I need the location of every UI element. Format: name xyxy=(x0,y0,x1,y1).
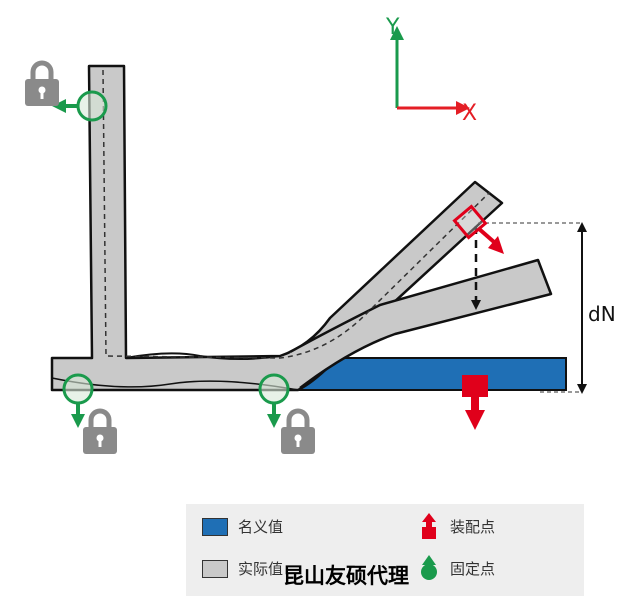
legend-fixed-point: 固定点 xyxy=(418,554,495,582)
deviation-arrow xyxy=(471,226,481,310)
coordinate-axes: Y X xyxy=(385,15,477,126)
x-axis-label: X xyxy=(462,101,477,126)
fixed-point-bottom-middle xyxy=(258,373,290,428)
legend-fixed-point-label: 固定点 xyxy=(450,559,496,578)
actual-swatch xyxy=(202,559,228,578)
assembly-point-nominal xyxy=(462,375,488,430)
actual-part-body xyxy=(50,64,504,392)
legend-nominal: 名义值 xyxy=(202,516,283,537)
legend-actual-label: 实际值 xyxy=(238,560,284,578)
fixed-point-bottom-left xyxy=(62,373,94,428)
legend: 名义值 实际值 装配点 固定点 xyxy=(186,504,584,596)
actual-part-lower-edge xyxy=(51,377,299,391)
legend-nominal-label: 名义值 xyxy=(238,518,284,536)
legend-assembly-point: 装配点 xyxy=(418,512,495,540)
y-axis-label: Y xyxy=(385,15,400,40)
nominal-swatch xyxy=(202,517,228,536)
padlock-icon xyxy=(281,411,315,454)
padlock-icon xyxy=(25,63,59,106)
fixed-point-circle-icon xyxy=(421,555,437,580)
dimension-dn: dN xyxy=(478,222,616,394)
nominal-contour-dashed xyxy=(102,69,491,359)
actual-part-flange xyxy=(289,258,553,389)
padlock-icon xyxy=(83,411,117,454)
legend-assembly-point-label: 装配点 xyxy=(450,517,496,536)
nominal-part xyxy=(299,357,567,391)
legend-actual: 实际值 xyxy=(202,558,283,579)
assembly-point-arrow-icon xyxy=(422,513,436,539)
dimension-label: dN xyxy=(588,302,616,326)
assembly-point-actual xyxy=(452,204,504,254)
fixed-point-top xyxy=(52,90,108,122)
watermark: 昆山友硕代理 xyxy=(283,564,409,588)
